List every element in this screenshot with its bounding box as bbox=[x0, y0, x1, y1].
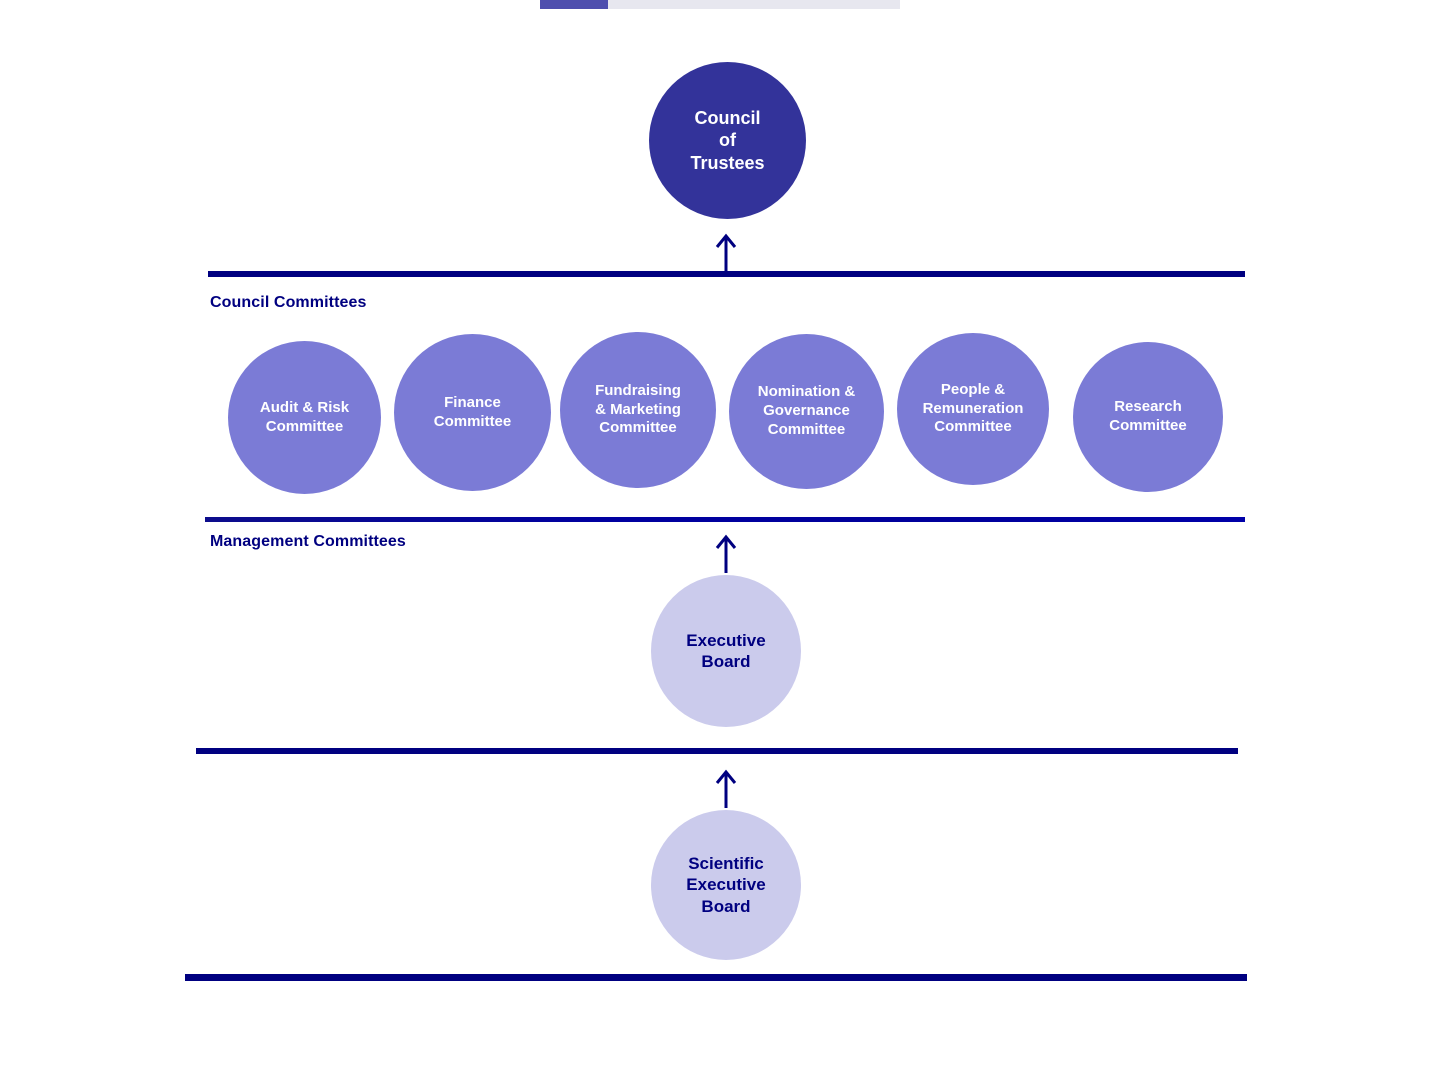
arrow-scientific-board-to-executive bbox=[712, 769, 740, 809]
node-audit-and-risk-committee[interactable]: Audit & Risk Committee bbox=[228, 341, 381, 494]
progress-bar-fill bbox=[540, 0, 608, 9]
progress-bar-track bbox=[540, 0, 900, 9]
arrow-executive-board-to-committees bbox=[712, 534, 740, 574]
divider-diagram-bottom bbox=[185, 974, 1247, 981]
node-research-committee-label: Research Committee bbox=[1109, 398, 1187, 434]
node-executive-board-label: Executive Board bbox=[686, 630, 766, 671]
node-research-committee[interactable]: Research Committee bbox=[1073, 342, 1223, 492]
node-people-and-remuneration-committee[interactable]: People & Remuneration Committee bbox=[897, 333, 1049, 485]
node-fundraising-and-marketing-committee[interactable]: Fundraising & Marketing Committee bbox=[560, 332, 716, 488]
node-council-of-trustees-label: Council of Trustees bbox=[690, 107, 765, 173]
arrow-committees-to-council bbox=[712, 233, 740, 273]
node-nomination-and-governance-committee[interactable]: Nomination & Governance Committee bbox=[729, 334, 884, 489]
node-audit-and-risk-committee-label: Audit & Risk Committee bbox=[259, 398, 350, 435]
node-nomination-and-governance-committee-label: Nomination & Governance Committee bbox=[757, 383, 856, 438]
divider-scientific-band-top bbox=[196, 748, 1238, 754]
divider-management-band-top bbox=[205, 517, 1245, 522]
node-scientific-executive-board-label: Scientific Executive Board bbox=[686, 854, 766, 916]
node-finance-committee[interactable]: Finance Committee bbox=[394, 334, 551, 491]
node-scientific-executive-board[interactable]: Scientific Executive Board bbox=[651, 810, 801, 960]
band-label-management-committees: Management Committees bbox=[210, 533, 406, 550]
node-council-of-trustees[interactable]: Council of Trustees bbox=[649, 62, 806, 219]
node-executive-board[interactable]: Executive Board bbox=[651, 575, 801, 727]
divider-council-band-top bbox=[208, 271, 1245, 277]
node-fundraising-and-marketing-committee-label: Fundraising & Marketing Committee bbox=[595, 381, 681, 437]
band-label-council-committees: Council Committees bbox=[210, 294, 367, 311]
node-people-and-remuneration-committee-label: People & Remuneration Committee bbox=[922, 380, 1024, 436]
node-finance-committee-label: Finance Committee bbox=[433, 393, 512, 430]
